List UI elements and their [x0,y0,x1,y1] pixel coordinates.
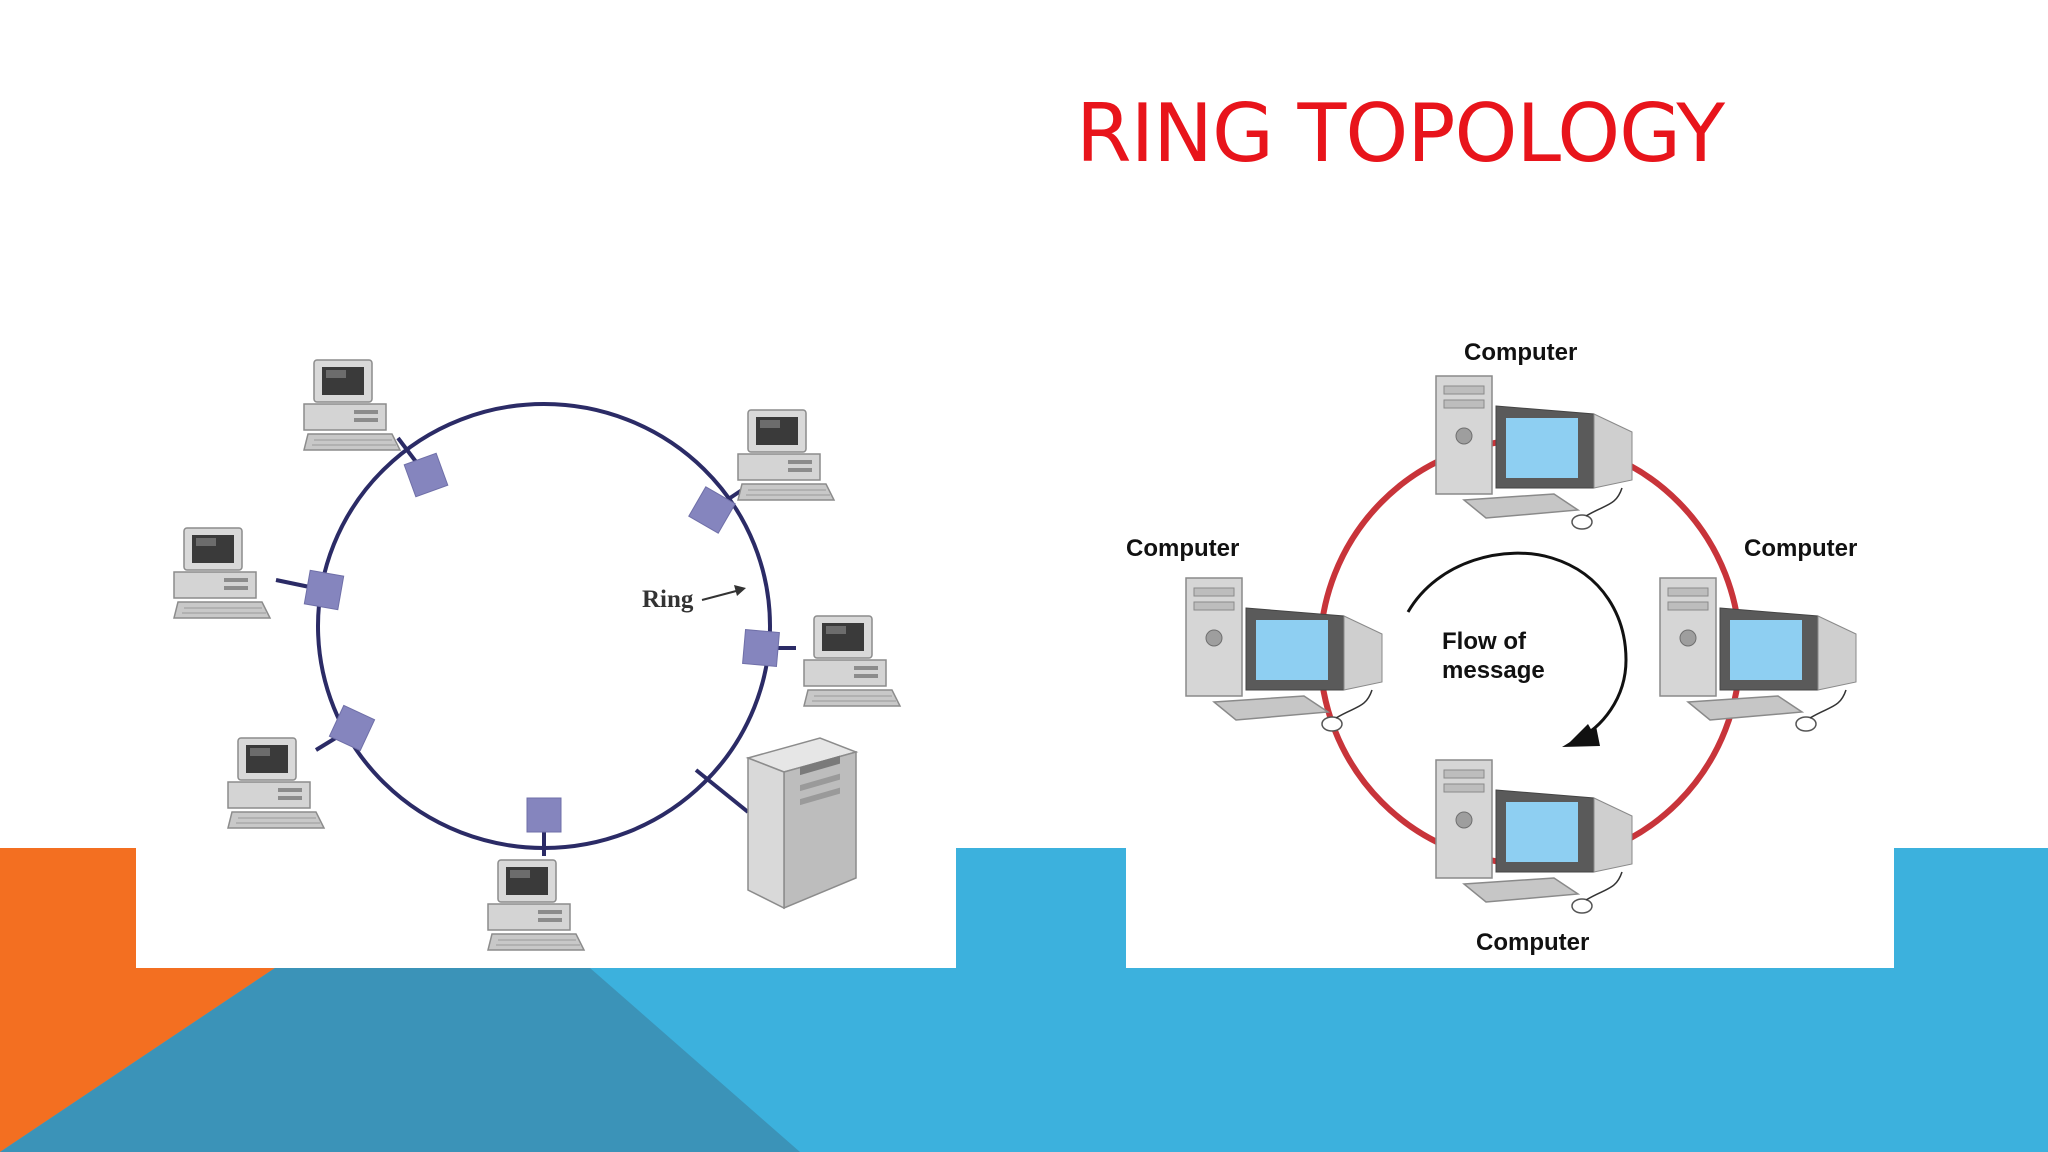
ring-diagram-left-graphic: Ring [173,359,901,951]
ring-connector [688,486,736,534]
desktop-computer-icon [227,737,325,829]
ring-connectors [303,452,780,833]
ring-connector [526,797,562,833]
desktop-computer-icon [1659,577,1857,732]
ring-connector [742,629,780,667]
ring-label: Ring [642,586,694,613]
desktop-computer-icon [737,409,835,501]
desktop-computer-icon [803,615,901,707]
ring-connector [403,452,449,498]
desktop-computer-icon [173,527,271,619]
computer-label-right: Computer [1744,535,1857,562]
ring-connector [328,704,376,752]
ring-cable [316,402,772,850]
flow-arrow-path [1406,551,1628,742]
ring-label-arrowhead [734,585,746,596]
desktop-computer-icon [487,859,585,951]
ring-connector [303,569,345,611]
orange-accent-shape [0,848,275,1152]
ring-diagram-right-graphic: Computer Computer Computer Computer Flow… [1126,339,1857,956]
desktop-computer-icon [1435,375,1633,530]
desktop-computer-icon [303,359,401,451]
computer-label-left: Computer [1126,535,1239,562]
computer-label-bottom: Computer [1476,929,1589,956]
flow-arrowhead [1562,726,1600,747]
ring-label-arrow [701,589,741,601]
ring-diagram-left: Ring [136,300,956,968]
desktop-computer-icon [1435,759,1633,914]
dark-blue-accent-shape [0,968,800,1152]
ring-diagram-right: Computer Computer Computer Computer Flow… [1126,300,1894,968]
flow-label-line2: message [1442,657,1545,684]
slide-title: RING TOPOLOGY [1076,87,1725,180]
server-tower-icon [745,737,859,910]
flow-label-line1: Flow of [1442,628,1527,655]
computer-label-top: Computer [1464,339,1577,366]
desktop-computer-icon [1185,577,1383,732]
